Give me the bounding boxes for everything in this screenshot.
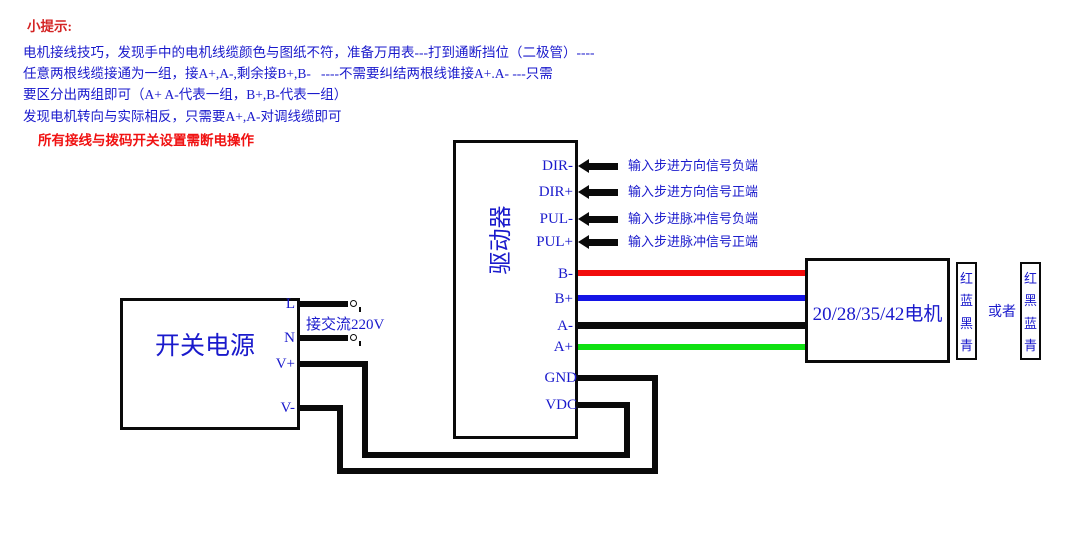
wire-gnd-stub [578,375,658,381]
wire-a-plus [578,344,805,350]
annotation-pul-plus: 输入步进脉冲信号正端 [628,234,759,249]
tips-title: 小提示: [27,19,72,34]
l-terminal-tick [359,307,361,312]
port-label-vplus: V+ [275,356,295,372]
tips-warning-line: 所有接线与拨码开关设置需断电操作 [38,133,254,148]
port-label-pul-minus: PUL- [539,211,573,227]
legend-or-label: 或者 [988,305,1016,320]
legend-box-1 [956,262,977,360]
tip-line-1: 电机接线技巧，发现手中的电机线缆颜色与图纸不符，准备万用表---打到通断挡位（二… [23,45,595,60]
port-label-b-plus: B+ [554,291,573,307]
n-terminal-tick [359,341,361,346]
port-label-dir-plus: DIR+ [538,184,573,200]
port-label-b-minus: B- [558,266,573,282]
wire-l-terminal [300,301,348,307]
power-supply-box [120,298,300,430]
driver-box [453,140,578,439]
n-terminal-circle [350,334,357,341]
legend-char: 蓝 [1023,315,1037,331]
annotation-dir-minus: 输入步进方向信号负端 [628,158,759,173]
port-label-a-plus: A+ [553,339,573,355]
legend-char: 青 [959,337,973,353]
wire-vplus-v [362,361,368,458]
wire-vplus-h [300,361,368,367]
port-label-vdc: VDC [545,397,577,413]
legend-box-2-chars: 红 黑 蓝 青 [1022,268,1039,354]
ac-220v-label: 接交流220V [306,317,385,333]
legend-char: 红 [1023,271,1037,286]
wire-gnd-v [652,375,658,474]
tip-line-4: 发现电机转向与实际相反，只需要A+,A-对调线缆即可 [23,109,342,124]
motor-box [805,258,950,363]
wire-vplus-vdc-h [362,452,630,458]
port-label-dir-minus: DIR- [542,158,573,174]
legend-char: 蓝 [959,293,973,309]
legend-char: 黑 [1023,293,1037,309]
motor-label: 20/28/35/42电机 [812,304,943,325]
legend-char: 黑 [959,315,973,331]
wire-vminus-v [337,405,343,474]
l-terminal-circle [350,300,357,307]
wire-vdc-stub [578,402,630,408]
wire-vminus-h [300,405,343,411]
legend-char: 红 [959,271,973,286]
power-supply-label: 开关电源 [154,333,255,360]
annotation-dir-plus: 输入步进方向信号正端 [628,184,759,199]
wire-b-plus [578,295,805,301]
port-label-gnd: GND [544,370,578,386]
tip-line-3: 要区分出两组即可（A+ A-代表一组，B+,B-代表一组） [23,87,348,102]
tip-line-2: 任意两根线缆接通为一组，接A+,A-,剩余接B+,B- ----不需要纠结两根线… [23,66,553,81]
legend-box-2 [1020,262,1041,360]
annotation-pul-minus: 输入步进脉冲信号负端 [628,211,759,226]
legend-box-1-chars: 红 蓝 黑 青 [958,268,975,354]
wire-b-minus [578,270,805,276]
wire-vdc-v [624,402,630,458]
port-label-a-minus: A- [557,318,573,334]
legend-char: 青 [1023,337,1037,353]
wire-vminus-gnd-h [337,468,658,474]
port-label-vminus: V- [280,400,295,416]
port-label-pul-plus: PUL+ [536,234,573,250]
wire-n-terminal [300,335,348,341]
wire-a-minus [578,322,805,329]
port-label-l: L [285,296,295,312]
port-label-n: N [284,330,295,346]
